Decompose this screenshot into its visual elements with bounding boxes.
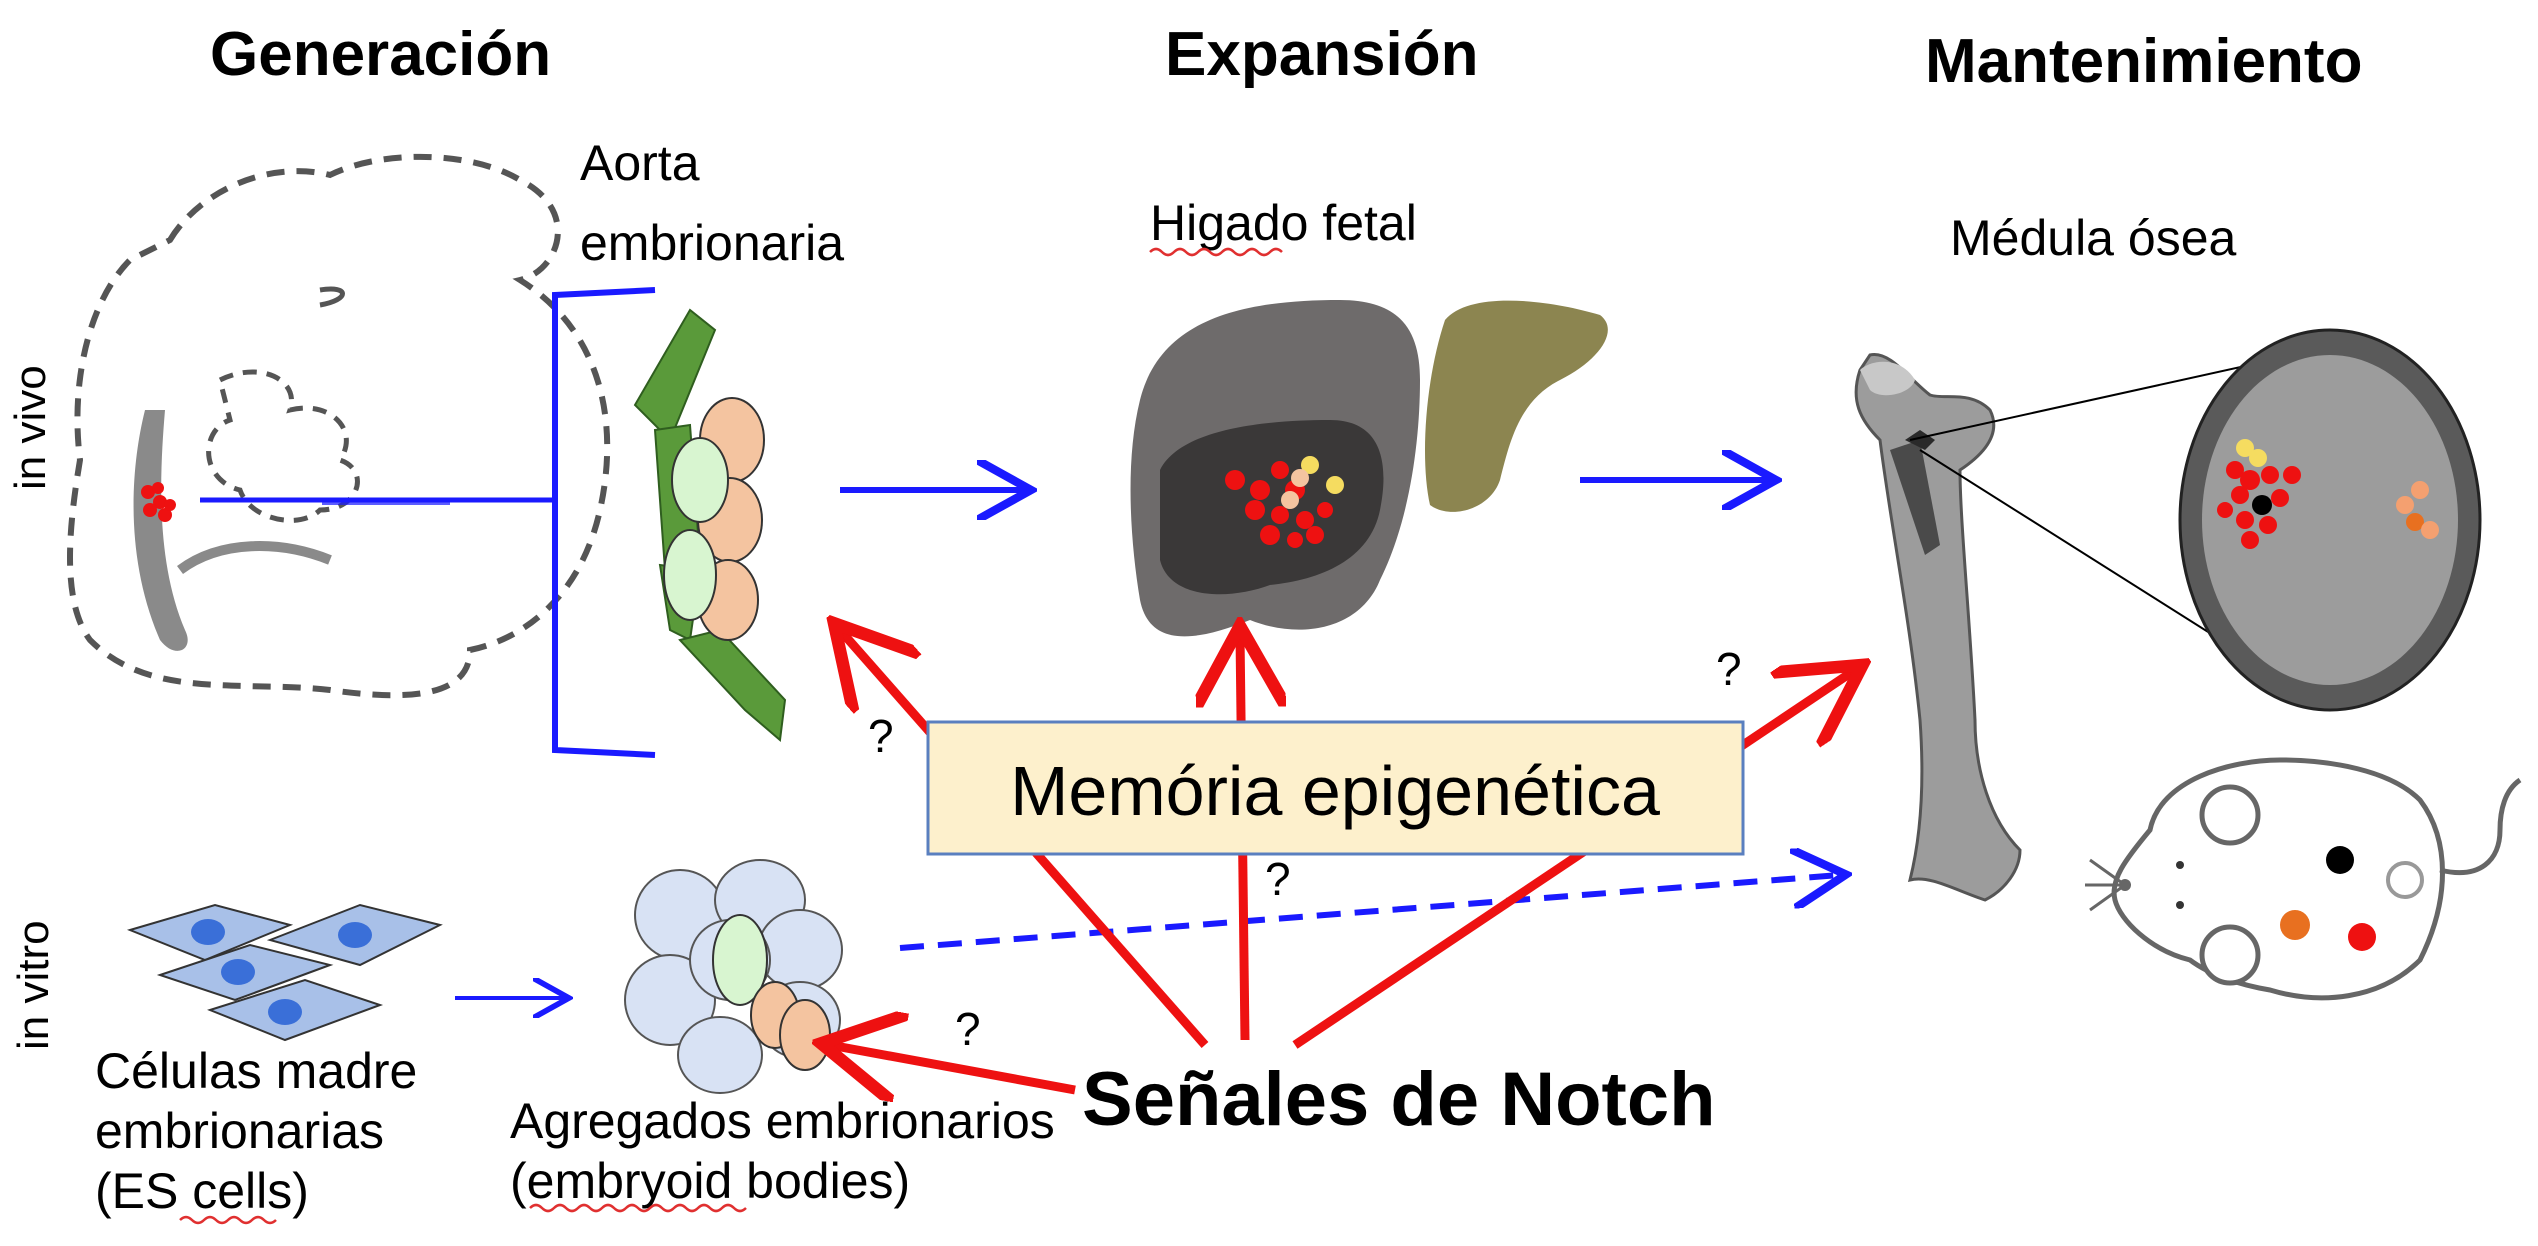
- in-vitro-label: in vitro: [9, 920, 58, 1050]
- question-mark-bone: ?: [1716, 643, 1742, 695]
- red-arrow-to-eb: [830, 1045, 1076, 1090]
- epigenetic-memory-label: Memória epigenética: [1010, 752, 1660, 830]
- mouse-illustration: [2085, 757, 2522, 1001]
- es-label-line3: (ES cells): [95, 1163, 309, 1219]
- notch-signal-arrows: [830, 630, 1855, 1090]
- question-mark-center: ?: [1265, 853, 1291, 905]
- es-label-line2: embrionarias: [95, 1103, 384, 1159]
- eb-label-line2: (embryoid bodies): [510, 1153, 910, 1209]
- question-mark-eb: ?: [955, 1003, 981, 1055]
- eb-label-line1: Agregados embrionarios: [510, 1093, 1055, 1149]
- es-cells-illustration: [126, 903, 443, 1042]
- aorta-cell-cluster: [633, 308, 787, 742]
- es-label-line1: Células madre: [95, 1043, 417, 1099]
- fetal-liver-illustration: [1130, 300, 1608, 637]
- arrow-eb-to-mouse-dashed: [899, 875, 1840, 951]
- liver-cells: [1225, 456, 1344, 548]
- zoom-line-top: [1909, 354, 2296, 441]
- aorta-label-line1: Aorta: [580, 135, 700, 191]
- aorta-label-line2: embrionaria: [580, 215, 844, 271]
- epigenetic-memory-box: [926, 720, 1745, 856]
- marrow-zoom-circle: [2178, 328, 2482, 712]
- in-vivo-label: in vivo: [6, 365, 55, 490]
- header-maintenance: Mantenimiento: [1925, 27, 2362, 96]
- marrow-label: Médula ósea: [1950, 210, 2236, 266]
- embryo-illustration: [67, 153, 611, 699]
- header-generation: Generación: [210, 20, 551, 89]
- red-arrow-to-bone: [1292, 670, 1855, 1049]
- notch-signals-label: Señales de Notch: [1082, 1057, 1716, 1142]
- embryoid-body-illustration: [624, 859, 843, 1094]
- question-mark-aorta: ?: [868, 710, 894, 762]
- femur-bone-illustration: [1854, 353, 2022, 902]
- aorta-bracket: [552, 287, 656, 758]
- header-expansion: Expansión: [1165, 20, 1479, 89]
- liver-label: Higado fetal: [1150, 195, 1417, 251]
